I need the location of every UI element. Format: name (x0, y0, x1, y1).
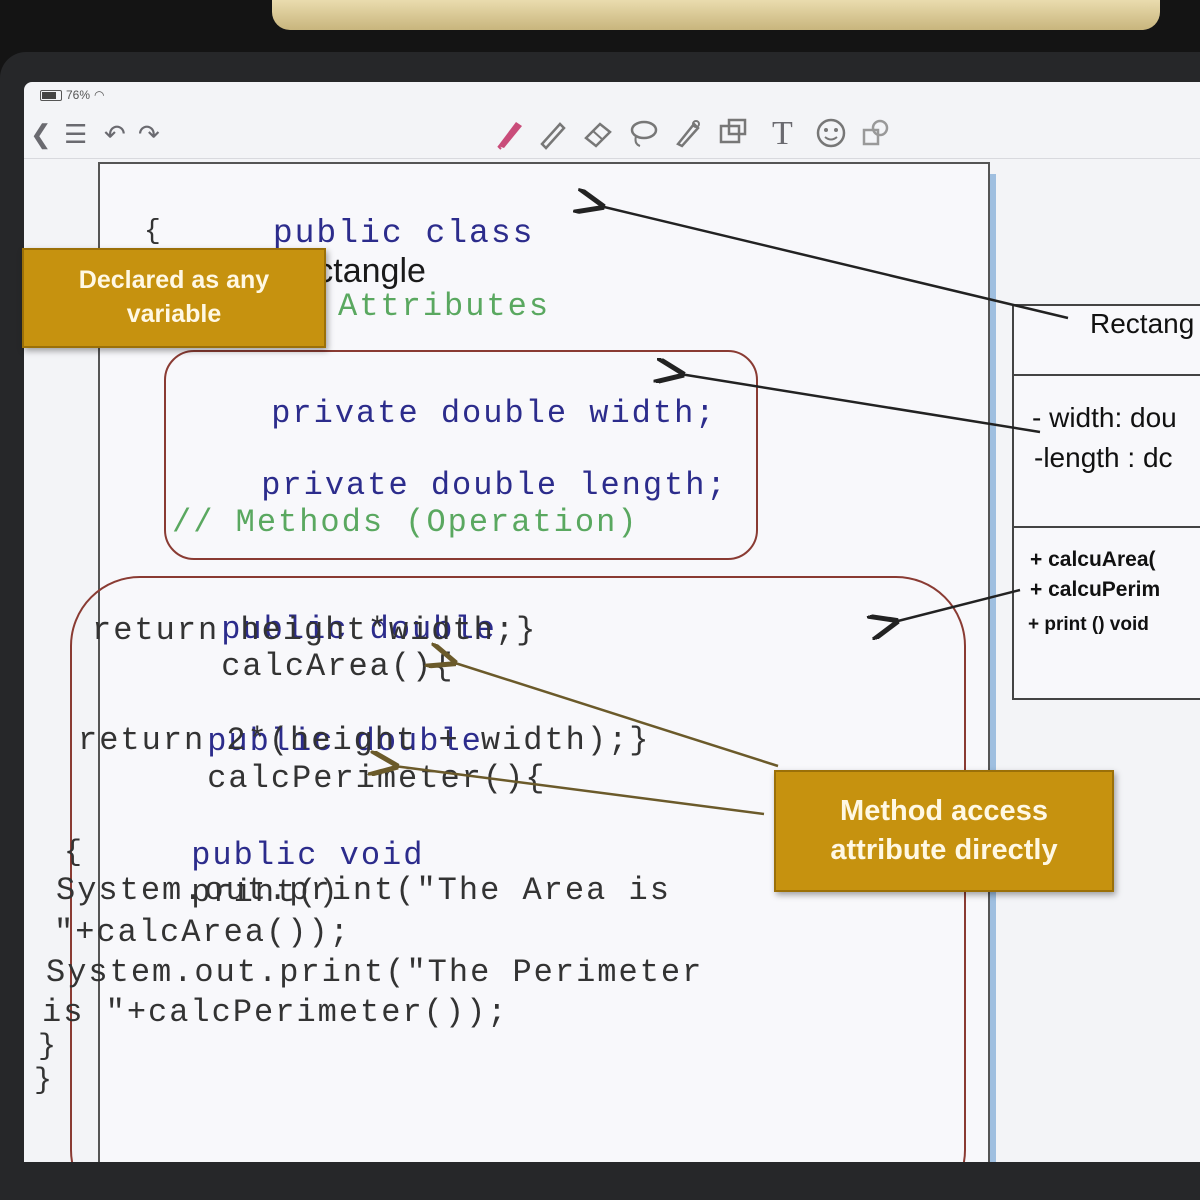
menu-icon[interactable]: ☰ (64, 119, 88, 149)
pencil-icon[interactable] (536, 116, 570, 150)
highlighter-icon[interactable] (670, 116, 704, 150)
uml-op-calcarea: + calcuArea( (1030, 548, 1156, 571)
shapes-icon[interactable] (858, 116, 892, 150)
uml-op-calcperimeter: + calcuPerim (1030, 578, 1161, 601)
print-area-line2: "+calcArea()); (54, 914, 351, 951)
method-print-close-brace: } (38, 1030, 59, 1064)
callout-method-access: Method access attribute directly (774, 770, 1114, 892)
uml-attribute-length: -length : dc (1034, 442, 1173, 473)
apple-pencil (272, 0, 1160, 30)
uml-divider-2 (1014, 526, 1200, 528)
status-bar: 76% ◠ (40, 88, 105, 102)
back-icon[interactable]: ❮ (30, 119, 52, 149)
redo-icon[interactable]: ↷ (138, 119, 160, 149)
wifi-icon: ◠ (94, 88, 105, 102)
notes-toolbar: ❮ ☰ ↶ ↷ T (24, 112, 1200, 159)
image-icon[interactable] (716, 116, 750, 150)
uml-op-print: + print () void (1028, 614, 1149, 635)
pen-icon[interactable] (492, 116, 526, 150)
class-keyword: public class (272, 215, 535, 252)
method-calcarea-type: public double (221, 611, 497, 648)
callout2-line2: attribute directly (830, 834, 1058, 866)
uml-class-name: Rectang (1090, 308, 1195, 339)
callout1-line1: Declared as any (78, 266, 270, 295)
method-calcarea-body: return height*width;} (92, 612, 538, 649)
print-perimeter-line2: is "+calcPerimeter()); (42, 994, 509, 1031)
method-print-name: print() (191, 874, 340, 911)
method-print-open-brace: { (64, 836, 85, 870)
method-print-signature: public void print() (64, 800, 424, 948)
text-icon[interactable]: T (772, 115, 793, 152)
lasso-icon[interactable] (626, 116, 660, 150)
method-calcperimeter-name: calcPerimeter(){ (207, 760, 547, 797)
method-calcperimeter-body: return 2*(height + width);} (78, 722, 651, 759)
method-calcarea-signature: public double calcArea(){ (94, 574, 497, 722)
method-calcarea-name: calcArea(){ (221, 648, 455, 685)
class-open-brace: { (144, 216, 163, 247)
battery-level: 76% (66, 88, 91, 102)
attribute-width: private double width; (144, 358, 716, 469)
attribute-width-text: private double width; (271, 395, 717, 432)
uml-attribute-width: - width: dou (1032, 402, 1177, 433)
attributes-comment: Attributes (338, 288, 551, 325)
tablet-screen: 76% ◠ ❮ ☰ ↶ ↷ T (24, 82, 1200, 1162)
sticker-icon[interactable] (814, 116, 848, 150)
class-close-brace: } (34, 1064, 55, 1098)
page-edge-shadow (986, 174, 996, 1162)
attributes-box (164, 350, 758, 560)
print-perimeter-line1: System.out.print("The Perimeter (46, 954, 704, 991)
battery-icon (40, 89, 62, 101)
print-area-line1: System.out.print("The Area is (56, 872, 671, 909)
callout-declared-as-variable: Declared as any variable (22, 248, 326, 348)
method-print-type: public void (191, 837, 425, 874)
attribute-length-text: private double length; (261, 467, 728, 504)
eraser-icon[interactable] (580, 116, 614, 150)
attribute-length: private double length; (134, 430, 728, 541)
undo-icon[interactable]: ↶ (104, 119, 126, 149)
methods-comment: // Methods (Operation) (172, 504, 639, 541)
uml-divider-1 (1014, 374, 1200, 376)
callout2-line1: Method access (840, 794, 1048, 827)
uml-class-diagram: Rectang - width: dou -length : dc + calc… (1012, 304, 1200, 700)
callout1-line2: variable (126, 300, 222, 328)
